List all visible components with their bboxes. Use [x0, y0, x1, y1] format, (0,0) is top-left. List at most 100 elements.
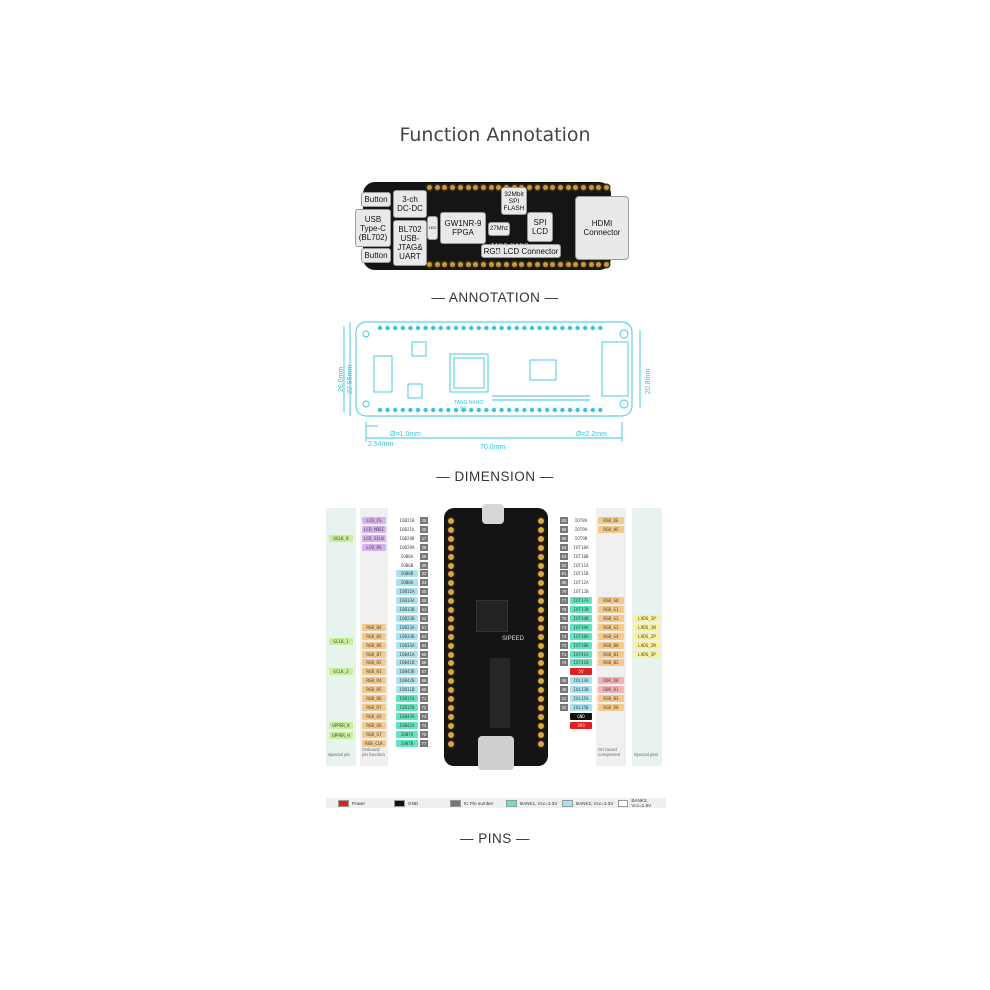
dim-pin-dot [514, 325, 519, 331]
right-ic-pin: IOT11A [570, 561, 592, 569]
dim-pin-dot [590, 407, 595, 413]
dim-pin-dot [393, 407, 398, 413]
dim-pin-dot [408, 407, 413, 413]
left-pin-number: 57 [420, 668, 428, 676]
header-hole [427, 185, 432, 190]
header-hole [581, 262, 586, 267]
left-pin-number: 56 [420, 659, 428, 667]
fpga-outline [449, 353, 489, 393]
header-hole [557, 262, 563, 267]
dim-length: 70.0mm [480, 444, 505, 451]
left-pin-number: 53 [420, 632, 428, 640]
header-hole [511, 262, 517, 267]
left-ic-pin: IOB21A [396, 525, 418, 533]
pin-hole [538, 713, 544, 720]
left-ic-pin: IOB29B [396, 534, 418, 542]
dim-hole-small: Ø=1.0mm [390, 431, 421, 438]
left-ic-pin: IOB7B [396, 739, 418, 747]
pin-hole [538, 722, 544, 729]
left-ic-pin: IOB42A [396, 721, 418, 729]
pin-hole [448, 660, 454, 667]
left-pin-number: 55 [420, 650, 428, 658]
left-pin-number: 27 [420, 534, 428, 542]
pin-hole [448, 678, 454, 685]
header-hole [480, 262, 486, 267]
right-ic-pin: IOT41A [570, 650, 592, 658]
dim-pin-dot [469, 407, 474, 413]
right-func-pin: RGB_B3 [598, 695, 624, 702]
right-pin-number: 32 [560, 703, 568, 711]
right-pin-number: 71 [560, 650, 568, 658]
led-label: LED [427, 216, 438, 240]
left-special-pin: UPPER_H [329, 732, 353, 739]
header-hole [519, 262, 525, 267]
header-hole [450, 185, 456, 190]
right-pin-number: 73 [560, 632, 568, 640]
right-pin-number: 81 [560, 570, 568, 578]
dim-pin-dot [529, 325, 535, 331]
dim-pin-dot [484, 407, 489, 413]
dim-pin-dot [423, 407, 428, 413]
left-pin-number: 25 [420, 517, 428, 524]
right-func-pin: RGB_G0 [598, 597, 624, 605]
pin-hole [448, 633, 454, 640]
dim-pin-dot [400, 325, 405, 331]
dim-height-inner: 22.86mm [347, 365, 354, 394]
left-func-pin: RGB_G5 [362, 712, 386, 720]
left-ic-pin: IOB6A [396, 552, 418, 560]
pin-hole [538, 615, 544, 622]
button-bottom-label: Button [361, 248, 391, 263]
header-hole [596, 262, 602, 267]
usb-c-port [482, 504, 504, 524]
pin-hole [448, 562, 454, 569]
left-func-pin: RGB_CLK [362, 739, 386, 747]
dim-pin-dot [514, 407, 519, 413]
dim-silk-name: TANG NANO [454, 400, 483, 406]
dim-pin-dot [377, 407, 383, 413]
dim-silk-model: 9K [460, 407, 467, 413]
header-hole [457, 185, 463, 190]
pin-hole [538, 633, 544, 640]
left-func-pin: RGB_B5 [362, 632, 386, 640]
right-func-pin: RGB_DE [598, 517, 624, 524]
pin-hole [448, 713, 454, 720]
right-func-pin: DDR_D1 [598, 686, 624, 694]
right-ic-pin: IOL15B [570, 703, 592, 711]
dimension-heading: — DIMENSION — [436, 469, 554, 484]
dim-pin-dot [598, 325, 603, 331]
left-pin-number: 77 [420, 739, 428, 747]
right-ic-pin: IOT12B [570, 588, 592, 596]
right-ic-pin: IOT38B [570, 641, 592, 649]
right-pin-number: 70 [560, 659, 568, 667]
left-ic-pin: IOB43B [396, 668, 418, 676]
right-ic-pin: IOL15A [570, 695, 592, 702]
right-ic-pin: IOT12A [570, 579, 592, 587]
left-ic-pin: IOB8A [396, 579, 418, 587]
left-ic-pin: IOB33A [396, 641, 418, 649]
left-pin-number: 33 [420, 570, 428, 578]
foot-left-func: Onboard pin function [362, 747, 386, 757]
right-ic-pin: 3V3 [570, 721, 592, 729]
left-ic-pin: IOB8B [396, 570, 418, 578]
legend-swatch [450, 799, 461, 807]
right-pin-number: 80 [560, 579, 568, 587]
pin-hole [538, 598, 544, 605]
left-ic-pin: IOB41A [396, 650, 418, 658]
legend-swatch [394, 799, 405, 807]
dim-pin-dot [545, 407, 550, 413]
hdmi-label: HDMI Connector [575, 196, 629, 260]
right-pin-number: 63 [560, 517, 568, 524]
pin-hole [448, 589, 454, 596]
left-pin-number: 41 [420, 606, 428, 613]
dim-height-right: 20.8mm [645, 369, 652, 394]
pin-hole [538, 562, 544, 569]
right-pin-number: 84 [560, 543, 568, 551]
header-hole [588, 262, 594, 267]
left-func-pin: LCD_MOSI [362, 525, 386, 533]
header-hole [473, 185, 479, 190]
foot-left-special: Special pin [328, 752, 351, 757]
dim-pin-dot [431, 407, 436, 413]
pin-hole [448, 651, 454, 658]
header-hole [550, 185, 556, 190]
left-ic-pin: IOB29A [396, 543, 418, 551]
